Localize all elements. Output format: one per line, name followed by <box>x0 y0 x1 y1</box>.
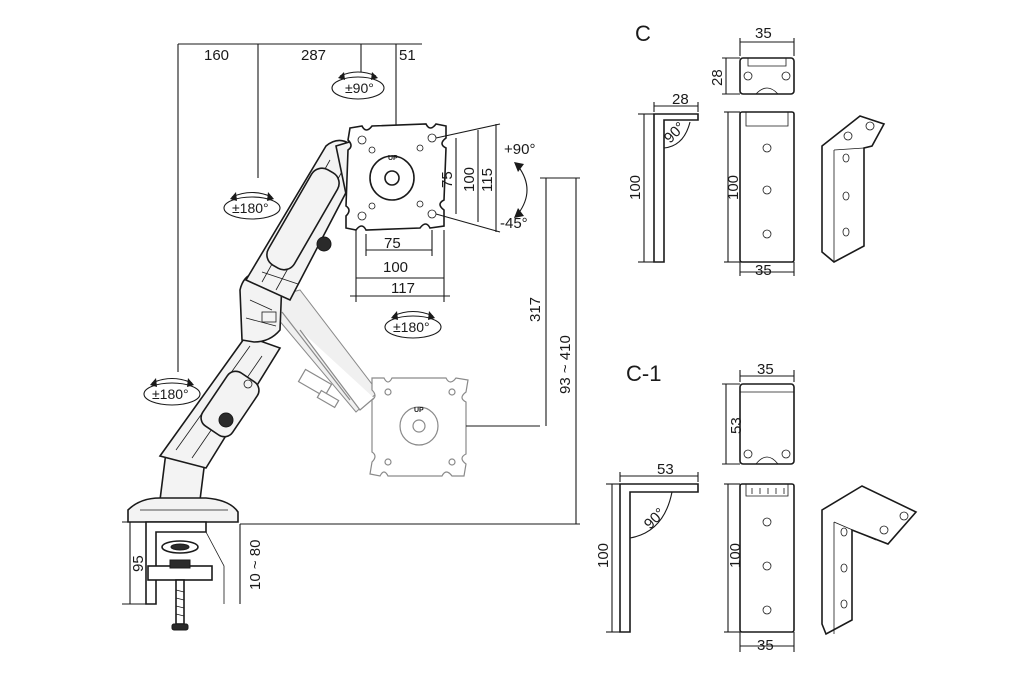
rotation-badge-top: ±90° <box>331 71 385 100</box>
bracket-c-front-width: 35 <box>755 262 772 279</box>
bracket-c-top-view: 35 28 <box>709 25 795 95</box>
bracket-c-side-height: 100 <box>627 175 644 200</box>
up-marker: UP <box>388 155 398 162</box>
height-dimensions: 317 93 ~ 410 <box>240 177 580 525</box>
bracket-c1-top-width: 35 <box>757 361 774 378</box>
bracket-c1-front-height: 100 <box>727 543 744 568</box>
bracket-c-side-angle: 90° <box>661 119 689 147</box>
bracket-c1-top-height: 53 <box>728 417 745 434</box>
desk-clamp: 95 10 ~ 80 <box>122 497 264 631</box>
lowered-arm-ghost: UP <box>261 289 540 477</box>
vesa-dimensions: 75 100 117 75 100 115 <box>350 123 501 302</box>
vesa-v75: 75 <box>439 171 456 188</box>
vesa-w117: 117 <box>391 280 415 297</box>
vesa-v100: 100 <box>461 167 478 192</box>
bracket-c: C 35 28 28 90° <box>627 21 886 279</box>
bracket-c-label: C <box>635 21 651 46</box>
tilt-down-label: -45° <box>500 215 528 232</box>
bracket-c-side-view: 28 90° 100 <box>627 91 699 263</box>
bracket-c1-label: C-1 <box>626 361 661 386</box>
top-dimension-lines: 160 287 51 <box>177 43 422 372</box>
bracket-c1-side-height: 100 <box>595 543 612 568</box>
height-range-dimension: 93 ~ 410 <box>557 335 574 394</box>
reach-dimension: 317 <box>527 297 544 322</box>
bracket-c-front-height: 100 <box>725 175 742 200</box>
rotation-label-base: ±180° <box>152 386 189 402</box>
bracket-c1-top-view: 35 53 <box>722 361 795 465</box>
tilt-indicator: +90° -45° <box>500 141 535 232</box>
vesa-v115: 115 <box>479 168 496 192</box>
bracket-c-top-height: 28 <box>709 69 726 86</box>
vesa-h100: 100 <box>383 259 408 276</box>
bracket-c-side-width: 28 <box>672 91 689 108</box>
rotation-label-upper-arm: ±180° <box>232 200 269 216</box>
clamp-height: 95 <box>130 555 147 572</box>
rotation-label-mid: ±180° <box>393 319 430 335</box>
dim-160: 160 <box>204 47 229 64</box>
dim-51: 51 <box>399 47 416 64</box>
ghost-up-marker: UP <box>414 407 424 414</box>
dim-287: 287 <box>301 47 326 64</box>
bracket-c-iso-view <box>821 115 886 263</box>
bracket-c1-side-width: 53 <box>657 461 674 478</box>
rotation-badge-mid: ±180° <box>384 310 442 339</box>
bracket-c1-front-view: 100 35 <box>724 483 795 654</box>
bracket-c1-iso-view <box>821 485 918 636</box>
clamp-thickness: 10 ~ 80 <box>247 540 264 590</box>
monitor-arm: UP <box>158 123 447 501</box>
bracket-c-front-view: 100 35 <box>724 111 795 279</box>
bracket-c1: C-1 35 53 53 90° <box>595 361 918 654</box>
tilt-up-label: +90° <box>504 141 535 158</box>
rotation-badge-upper-arm: ±180° <box>223 191 281 220</box>
vesa-h75: 75 <box>384 235 401 252</box>
bracket-c1-side-view: 53 90° 100 <box>595 461 699 633</box>
rotation-label-top: ±90° <box>345 80 374 96</box>
rotation-badge-base: ±180° <box>143 377 201 406</box>
bracket-c-top-width: 35 <box>755 25 772 42</box>
bracket-c1-front-width: 35 <box>757 637 774 654</box>
bracket-c1-side-angle: 90° <box>641 505 669 533</box>
